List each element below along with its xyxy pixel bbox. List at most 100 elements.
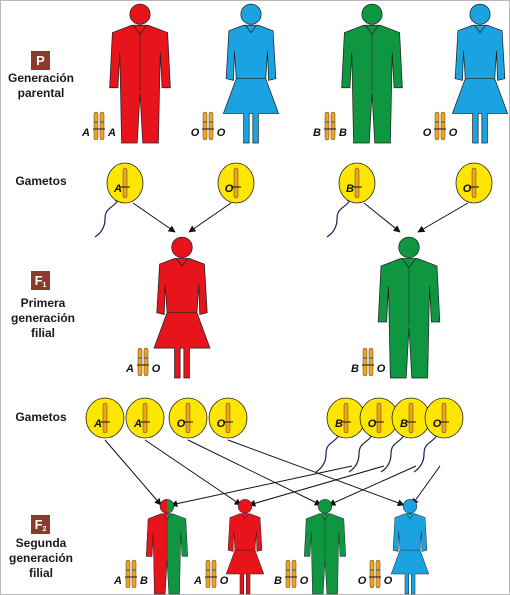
badge-f1: F1 xyxy=(31,271,50,290)
allele-label: B xyxy=(140,575,148,587)
chromosome xyxy=(102,402,108,434)
chromosome xyxy=(343,402,349,434)
badge-f2: F2 xyxy=(31,515,50,534)
chromosome xyxy=(441,402,447,434)
arrow-gamete-2 xyxy=(188,202,232,233)
allele-label: B xyxy=(400,418,408,430)
arrow-cross-3 xyxy=(187,439,322,506)
head xyxy=(361,3,383,25)
chromosome xyxy=(324,111,330,141)
allele-label: B xyxy=(274,575,282,587)
arrow-cross-6 xyxy=(248,465,385,507)
allele-label: B xyxy=(313,127,321,139)
label-parental: Generación parental xyxy=(7,71,75,100)
arrow-gamete-3 xyxy=(363,202,401,233)
sperm-tail xyxy=(380,433,406,473)
chromosome xyxy=(369,559,375,589)
allele-label: B xyxy=(346,183,354,195)
allele-label: A xyxy=(107,127,116,139)
collar xyxy=(474,25,486,34)
head xyxy=(129,3,151,25)
chromosome xyxy=(202,111,208,141)
chromosome xyxy=(93,111,99,141)
label-f1: Primera generación filial xyxy=(10,296,76,340)
chromosome xyxy=(471,167,477,199)
collar xyxy=(406,513,414,520)
allele-label: B xyxy=(339,127,347,139)
chromosome xyxy=(285,559,291,589)
gamete-f1-2: A xyxy=(125,397,165,439)
gamete-f1-8: O xyxy=(413,397,464,473)
chromosome xyxy=(211,559,217,589)
allele-label: O xyxy=(177,418,186,430)
badge-p: P xyxy=(31,51,50,70)
gamete-f1-4: O xyxy=(208,397,248,439)
collar xyxy=(241,513,249,520)
gamete-p-4: O xyxy=(455,162,493,204)
chromosome xyxy=(376,402,382,434)
chromosome xyxy=(434,111,440,141)
parent-4-figure xyxy=(451,3,509,144)
head xyxy=(171,236,193,258)
head xyxy=(469,3,491,25)
arrow-cross-4 xyxy=(227,439,405,507)
gamete-p-2: O xyxy=(217,162,255,204)
allele-label: O xyxy=(433,418,442,430)
allele-label: O xyxy=(384,575,393,587)
sperm-tail xyxy=(315,433,341,473)
f2-3-figure xyxy=(304,499,346,595)
chromosome xyxy=(291,559,297,589)
sperm-tail xyxy=(326,198,352,238)
arrow-cross-8 xyxy=(411,465,441,506)
allele-label: B xyxy=(351,363,359,375)
allele-label: O xyxy=(220,575,229,587)
chromosome xyxy=(208,111,214,141)
body-shape xyxy=(390,513,430,595)
chromosome xyxy=(205,559,211,589)
gamete-p-3: B xyxy=(326,162,376,238)
allele-label: A xyxy=(193,575,202,587)
chromosome xyxy=(185,402,191,434)
arrow-gamete-4 xyxy=(417,202,469,233)
chromosome xyxy=(225,402,231,434)
allele-label: O xyxy=(217,127,226,139)
chromosome xyxy=(99,111,105,141)
allele-label: A xyxy=(93,418,102,430)
parent-1-figure xyxy=(109,3,171,144)
allele-label: O xyxy=(423,127,432,139)
arrow-cross-1 xyxy=(104,439,162,506)
collar xyxy=(245,25,257,34)
arrow-cross-2 xyxy=(144,439,242,506)
gamete-f1-6: O xyxy=(348,397,399,473)
body-shape xyxy=(451,24,509,144)
body-shape xyxy=(225,513,265,595)
sperm-tail xyxy=(94,198,120,238)
f2-2-figure xyxy=(225,499,265,595)
allele-label: A xyxy=(113,575,122,587)
arrow-gamete-1 xyxy=(132,202,176,233)
gamete-f1-5: B xyxy=(315,397,366,473)
chromosome xyxy=(125,559,131,589)
collar xyxy=(176,258,188,267)
allele-label: O xyxy=(377,363,386,375)
allele-label: O xyxy=(191,127,200,139)
chromosome xyxy=(143,347,149,377)
allele-label: A xyxy=(133,418,142,430)
chromosome xyxy=(375,559,381,589)
allele-label: O xyxy=(225,183,234,195)
gamete-f1-1: A xyxy=(85,397,125,439)
head xyxy=(237,499,253,514)
chromosome xyxy=(137,347,143,377)
arrow-cross-7 xyxy=(328,465,417,506)
allele-label: O xyxy=(358,575,367,587)
